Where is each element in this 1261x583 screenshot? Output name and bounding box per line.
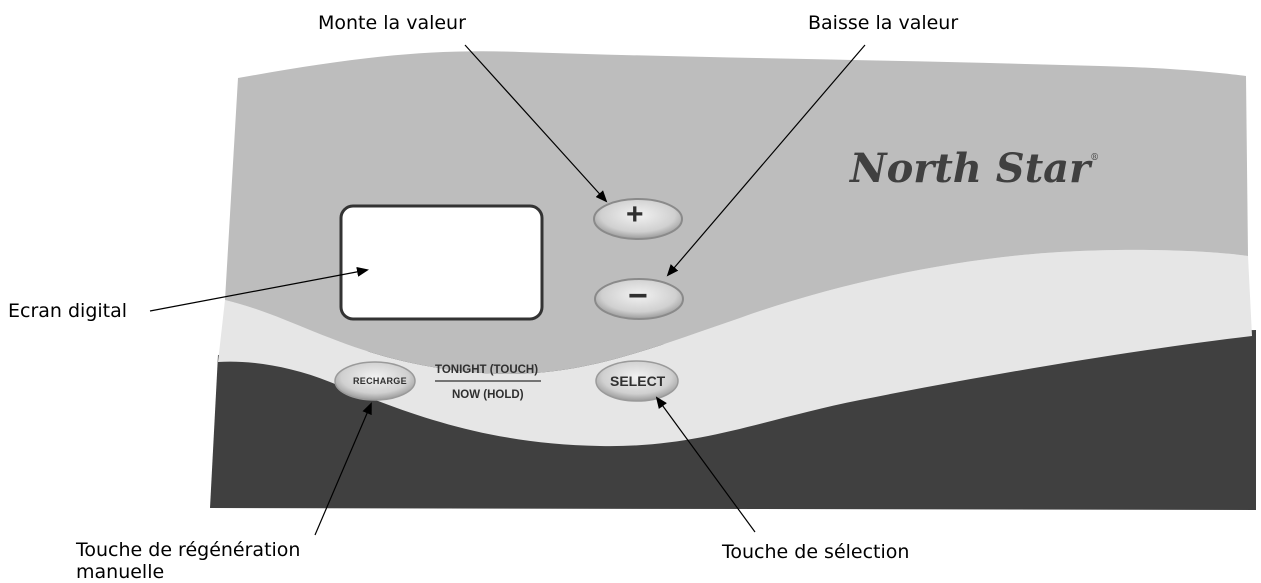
plus-callout-arrow: [464, 44, 608, 203]
recharge-callout-label: Touche de régénération manuelle: [76, 539, 300, 583]
select-button[interactable]: [595, 360, 679, 402]
recharge-callout-line2: manuelle: [76, 561, 165, 583]
minus-button-label[interactable]: −: [628, 277, 648, 315]
recharge-callout-line1: Touche de régénération: [76, 539, 301, 561]
plus-button-label[interactable]: +: [626, 198, 644, 231]
digital-screen: [339, 204, 544, 321]
brand-logo: North Star®: [850, 145, 1099, 192]
minus-callout-arrow: [666, 44, 866, 277]
minus-callout-label: Baisse la valeur: [808, 12, 959, 34]
tonight-touch-label: TONIGHT (TOUCH): [435, 364, 539, 376]
now-hold-label: NOW (HOLD): [452, 389, 524, 401]
screen-callout-label: Ecran digital: [8, 300, 128, 322]
plus-button[interactable]: [593, 198, 683, 240]
registered-mark: ®: [1090, 153, 1100, 163]
select-callout-label: Touche de sélection: [722, 541, 910, 563]
recharge-button-label[interactable]: RECHARGE: [353, 376, 407, 386]
select-callout-arrow: [655, 396, 756, 533]
select-button-label[interactable]: SELECT: [610, 373, 666, 389]
plus-callout-label: Monte la valeur: [318, 12, 466, 34]
brand-name: North Star: [850, 145, 1091, 192]
minus-button[interactable]: [594, 278, 684, 320]
recharge-button[interactable]: [334, 361, 416, 401]
recharge-callout-arrow: [314, 402, 372, 536]
screen-callout-arrow: [149, 266, 369, 312]
panel-middle-band: [218, 249, 1252, 447]
